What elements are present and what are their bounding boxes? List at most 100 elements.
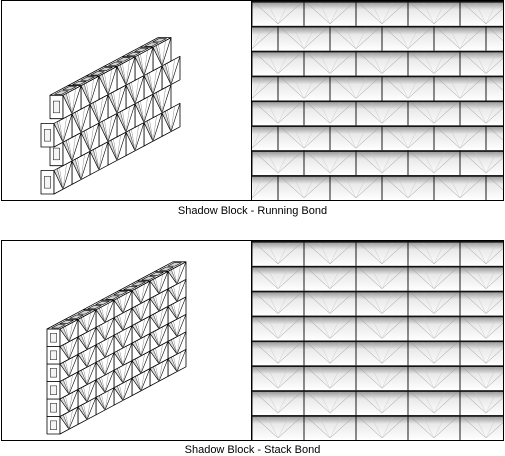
block-facet-line — [267, 102, 279, 124]
block-facet-line — [131, 360, 142, 374]
block-core-hole — [80, 76, 95, 81]
block-facet-line — [122, 110, 127, 133]
block-facet-line — [433, 52, 458, 74]
block-core-hole — [141, 276, 156, 281]
block-facet-line — [140, 371, 145, 391]
block-facet-line — [433, 417, 445, 439]
block-facet-line — [371, 52, 383, 74]
block-facet-line — [59, 120, 64, 143]
block-facet-line — [152, 112, 163, 142]
block-facet-line — [277, 416, 302, 439]
block-face — [252, 1, 304, 26]
block-facet-line — [149, 72, 154, 95]
block-joint-horizontal — [252, 290, 503, 293]
block-facet-line — [95, 101, 100, 124]
block-facet-line — [83, 333, 88, 350]
block-facet-line — [407, 177, 419, 199]
block-facet-line — [158, 326, 163, 347]
block-facet-line — [65, 413, 70, 430]
block-facet-line — [252, 177, 263, 199]
block-facet-line — [277, 317, 289, 339]
block-face — [460, 100, 503, 126]
block-facet-line — [68, 92, 73, 114]
block-facet-line — [381, 392, 406, 414]
block-face — [304, 100, 356, 126]
block-facet-line — [122, 307, 133, 331]
block-facet-line — [173, 268, 178, 285]
block-facet-line — [155, 295, 160, 312]
block-facet-line — [95, 327, 106, 341]
block-facet-line — [173, 285, 178, 302]
block-face — [252, 415, 304, 440]
block-facet-line — [475, 367, 487, 389]
block-facet-line — [267, 342, 279, 364]
block-facet-line — [485, 57, 503, 74]
block-face — [252, 100, 304, 126]
block-facet-line — [485, 267, 497, 289]
block-facet-line — [107, 141, 118, 161]
block-facet-line — [176, 352, 181, 372]
block-face — [408, 390, 460, 416]
block-facet-line — [475, 417, 487, 439]
block-facet-line — [433, 416, 458, 439]
block-facet-line — [254, 317, 279, 339]
block-facet-line — [113, 300, 124, 314]
block-facet-line — [65, 396, 70, 412]
block-facet-line — [134, 125, 139, 151]
block-facet-line — [122, 342, 133, 366]
block-facet-line — [134, 75, 145, 104]
block-facet-line — [449, 27, 461, 49]
block-facet-line — [277, 152, 289, 174]
block-facet-line — [303, 77, 315, 99]
block-facet-line — [131, 325, 142, 339]
block-facet-line — [410, 317, 435, 339]
block-facet-line — [381, 152, 406, 174]
block-facet-line — [329, 317, 354, 339]
block-facet-line — [104, 300, 115, 323]
block-facet-line — [71, 85, 82, 114]
block-facet-line — [176, 261, 187, 285]
block-face — [382, 75, 434, 101]
block-facet-line — [86, 344, 97, 368]
block-facet-line — [459, 127, 471, 149]
block-facet-line — [173, 303, 178, 320]
block-facet-line — [459, 127, 484, 149]
block-face — [356, 265, 408, 291]
block-facet-line — [303, 127, 315, 149]
block-facet-line — [119, 332, 124, 348]
block-facet-line — [104, 120, 109, 142]
block-face — [252, 390, 304, 416]
block-facet-line — [423, 152, 435, 174]
block-facet-line — [293, 77, 305, 99]
block-facet-line — [306, 2, 331, 25]
block-facet-line — [176, 317, 181, 337]
block-facet-line — [345, 77, 357, 99]
block-facet-line — [277, 292, 302, 314]
block-facet-line — [433, 242, 445, 264]
block-facet-line — [475, 242, 487, 264]
block-facet-line — [104, 373, 109, 393]
block-facet-line — [125, 131, 136, 151]
block-facet-line — [381, 267, 393, 289]
block-facet-line — [86, 365, 91, 385]
block-facet-line — [140, 280, 151, 304]
block-facet-line — [158, 361, 163, 382]
block-face — [408, 1, 460, 26]
block-facet-line — [358, 292, 383, 314]
block-facet-line — [80, 151, 91, 180]
block-face — [408, 241, 460, 266]
block-facet-line — [104, 390, 109, 411]
block-face — [460, 241, 503, 266]
block-face — [278, 125, 330, 151]
block-facet-line — [80, 85, 91, 105]
block-facet-line — [77, 110, 82, 133]
block-face — [252, 175, 278, 200]
block-facet-line — [252, 77, 263, 99]
block-facet-line — [83, 403, 88, 420]
block-facet-line — [319, 417, 331, 439]
block-facet-line — [277, 2, 289, 24]
block-facet-line — [355, 27, 367, 49]
block-face — [252, 25, 278, 51]
block-facet-line — [86, 129, 91, 152]
block-facet-line — [143, 75, 154, 95]
